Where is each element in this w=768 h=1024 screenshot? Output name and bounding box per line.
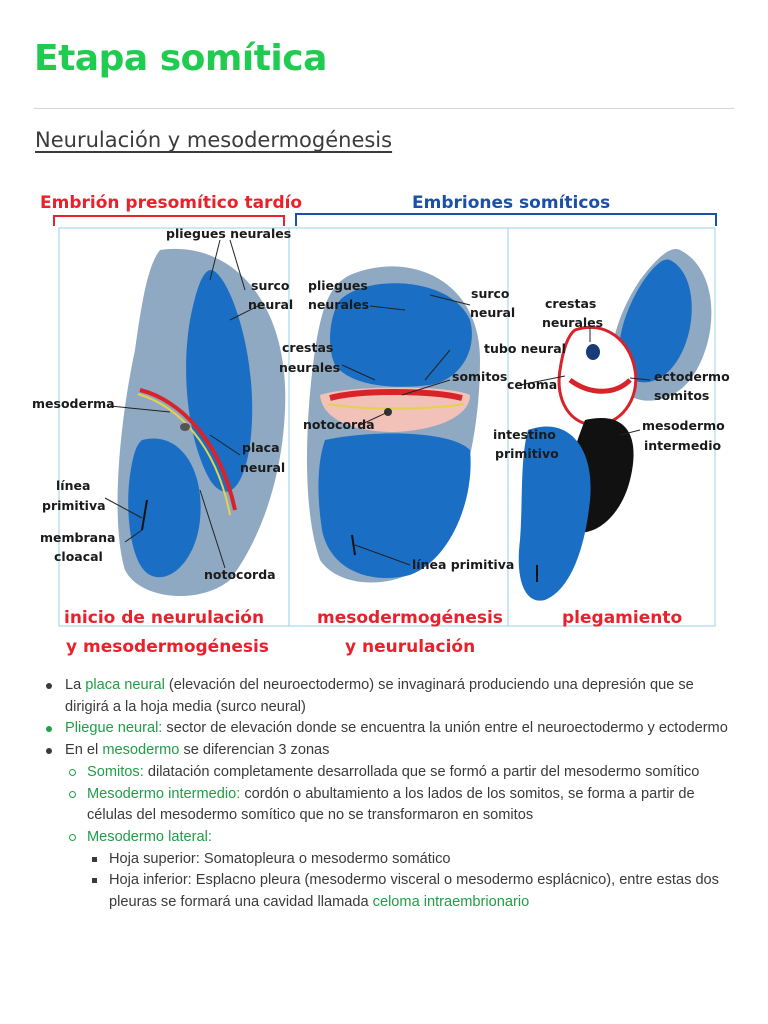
label-mesodermo: mesodermo xyxy=(642,418,725,433)
label-neural: neural xyxy=(248,297,293,312)
label-surco: surco xyxy=(251,278,290,293)
label-primitivo: primitivo xyxy=(495,446,559,461)
list-item: Hoja superior: Somatopleura o mesodermo … xyxy=(87,849,740,871)
list-item: Hoja inferior: Esplacno pleura (mesoderm… xyxy=(87,870,740,913)
label-mesoderma: mesoderma xyxy=(32,396,115,411)
label-crestas: crestas xyxy=(282,340,333,355)
embryo-presomitic xyxy=(117,248,286,597)
neurulation-diagram: Embrión presomítico tardío Embriones som… xyxy=(32,193,730,657)
label-pliegues-neurales: pliegues neurales xyxy=(166,226,291,241)
label-pliegues: pliegues xyxy=(308,278,368,293)
term-mesodermo: mesodermo xyxy=(102,742,180,759)
label-tubo-neural: tubo neural xyxy=(484,341,566,356)
label-placa: placa xyxy=(242,440,280,455)
list-item: Mesodermo intermedio: cordón o abultamie… xyxy=(65,784,740,827)
section-heading: Neurulación y mesodermogénesis xyxy=(35,128,393,152)
label-celoma: celoma xyxy=(507,377,557,392)
caption-panel-1-line1: inicio de neurulación xyxy=(64,608,264,628)
term-pliegue-neural: Pliegue neural: xyxy=(65,720,163,737)
label-pliegues-neurales-2: neurales xyxy=(308,297,369,312)
title-divider xyxy=(34,108,734,109)
label-cloacal: cloacal xyxy=(54,549,103,564)
term-celoma-intraembrionario: celoma intraembrionario xyxy=(372,894,530,911)
label-notocorda-2: notocorda xyxy=(303,417,375,432)
caption-panel-1-line2: y mesodermogénesis xyxy=(66,637,269,657)
label-intestino: intestino xyxy=(493,427,556,442)
bracket-left xyxy=(53,215,285,226)
term-mesodermo-lateral: Mesodermo lateral: xyxy=(87,828,212,845)
label-somitos: somitos xyxy=(452,369,507,384)
list-item: Mesodermo lateral: Hoja superior: Somato… xyxy=(65,827,740,914)
notes-list: La placa neural (elevación del neuroecto… xyxy=(40,675,740,914)
bracket-right xyxy=(295,213,717,226)
list-item: La placa neural (elevación del neuroecto… xyxy=(40,675,740,718)
embryo-somitic-early xyxy=(306,266,480,583)
term-somitos: Somitos: xyxy=(87,763,144,780)
label-notocorda-1: notocorda xyxy=(204,567,276,582)
caption-panel-2-line2: y neurulación xyxy=(345,637,475,657)
caption-panel-3: plegamiento xyxy=(562,608,682,628)
caption-panel-2-line1: mesodermogénesis xyxy=(317,608,503,628)
label-somitos-2: somitos xyxy=(654,388,709,403)
embryo-folding xyxy=(518,249,712,601)
panel-frame xyxy=(58,227,716,627)
leader-lines xyxy=(104,239,651,569)
neurulation-figure: Embrión presomítico tardío Embriones som… xyxy=(30,180,730,665)
page-title: Etapa somítica xyxy=(34,38,327,79)
label-linea-primitiva: línea primitiva xyxy=(412,557,514,572)
label-placa-neural: neural xyxy=(240,460,285,475)
term-mesodermo-intermedio: Mesodermo intermedio: xyxy=(87,785,241,802)
label-mesodermo-intermedio: intermedio xyxy=(644,438,722,453)
label-crestas-2: crestas xyxy=(545,296,596,311)
header-somitic: Embriones somíticos xyxy=(412,193,610,213)
list-item: Pliegue neural: sector de elevación dond… xyxy=(40,718,740,740)
label-surco-neural-2: neural xyxy=(470,305,515,320)
list-item: En el mesodermo se diferencian 3 zonas S… xyxy=(40,740,740,914)
label-surco-2: surco xyxy=(471,286,510,301)
label-ectodermo: ectodermo xyxy=(654,369,730,384)
header-presomitic: Embrión presomítico tardío xyxy=(40,193,302,213)
label-linea: línea xyxy=(56,478,90,493)
label-primitiva: primitiva xyxy=(42,498,106,513)
label-membrana: membrana xyxy=(40,530,115,545)
label-crestas-neurales: neurales xyxy=(279,360,340,375)
list-item: Somitos: dilatación completamente desarr… xyxy=(65,762,740,784)
label-crestas-neurales-2: neurales xyxy=(542,315,603,330)
term-placa-neural: placa neural xyxy=(85,677,165,693)
